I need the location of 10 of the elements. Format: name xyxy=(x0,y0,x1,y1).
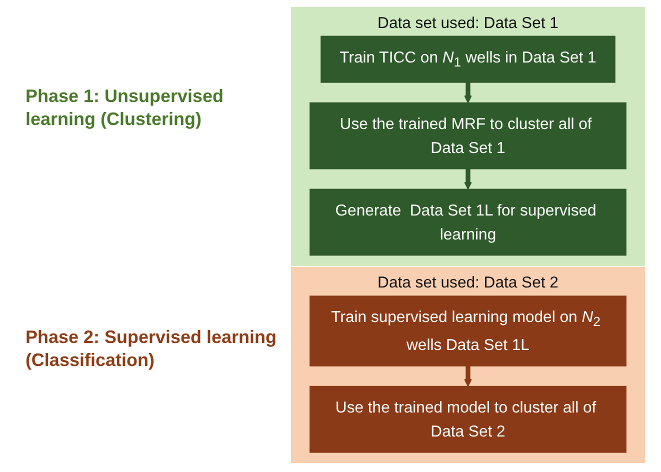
node-box: Generate Data Set 1L for supervised learning xyxy=(310,188,626,256)
phase-label: Phase 1: Unsupervised learning (Clustering) xyxy=(25,84,225,131)
node-box: Use the trained model to cluster all of Data Set 2 xyxy=(310,386,626,453)
node-box: Train supervised learning model on N$_{2}$ wells Data Set 1L xyxy=(310,296,626,366)
arrow xyxy=(464,168,472,190)
arrow xyxy=(464,365,472,387)
node-box: Use the trained MRF to cluster all of Data Set 1 xyxy=(310,102,626,170)
node-box: Train TICC on N$_{1}$ wells in Data Set 1 xyxy=(320,36,616,83)
arrow xyxy=(464,82,472,104)
phase-label: Phase 2: Supervised learning (Classification) xyxy=(25,326,278,372)
